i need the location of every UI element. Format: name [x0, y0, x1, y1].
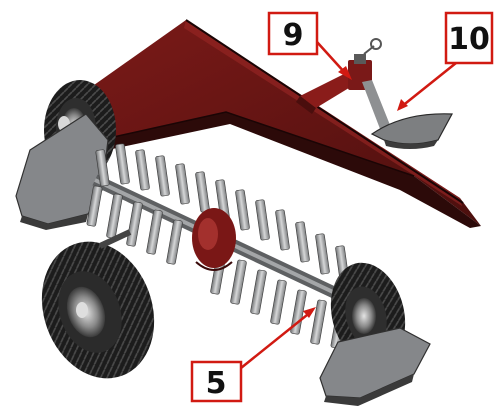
leader-line-5: [240, 310, 313, 369]
arrowhead-10: [397, 99, 408, 111]
callout-10: 10: [444, 11, 494, 65]
callout-10-label: 10: [448, 22, 490, 57]
arrowhead-5: [303, 307, 316, 318]
callout-10-box: [444, 11, 494, 65]
leader-lines: [240, 41, 457, 369]
callout-9-label: 9: [283, 18, 304, 53]
callout-5-box: [190, 360, 243, 403]
weight-tray: [370, 113, 453, 149]
callout-5-label: 5: [206, 366, 227, 401]
hitch-arm: [296, 38, 392, 134]
front-left-wheel: [41, 229, 155, 379]
center-hub: [192, 208, 236, 271]
callout-9-box: [267, 11, 319, 56]
leader-line-9: [316, 41, 347, 75]
leader-arrowheads: [303, 66, 408, 318]
arrowhead-9: [338, 66, 352, 80]
frame-tray: [66, 19, 481, 228]
callout-9: 9: [267, 11, 319, 56]
leader-line-10: [400, 62, 457, 108]
callout-5: 5: [190, 360, 243, 403]
right-side-plate: [319, 327, 431, 406]
